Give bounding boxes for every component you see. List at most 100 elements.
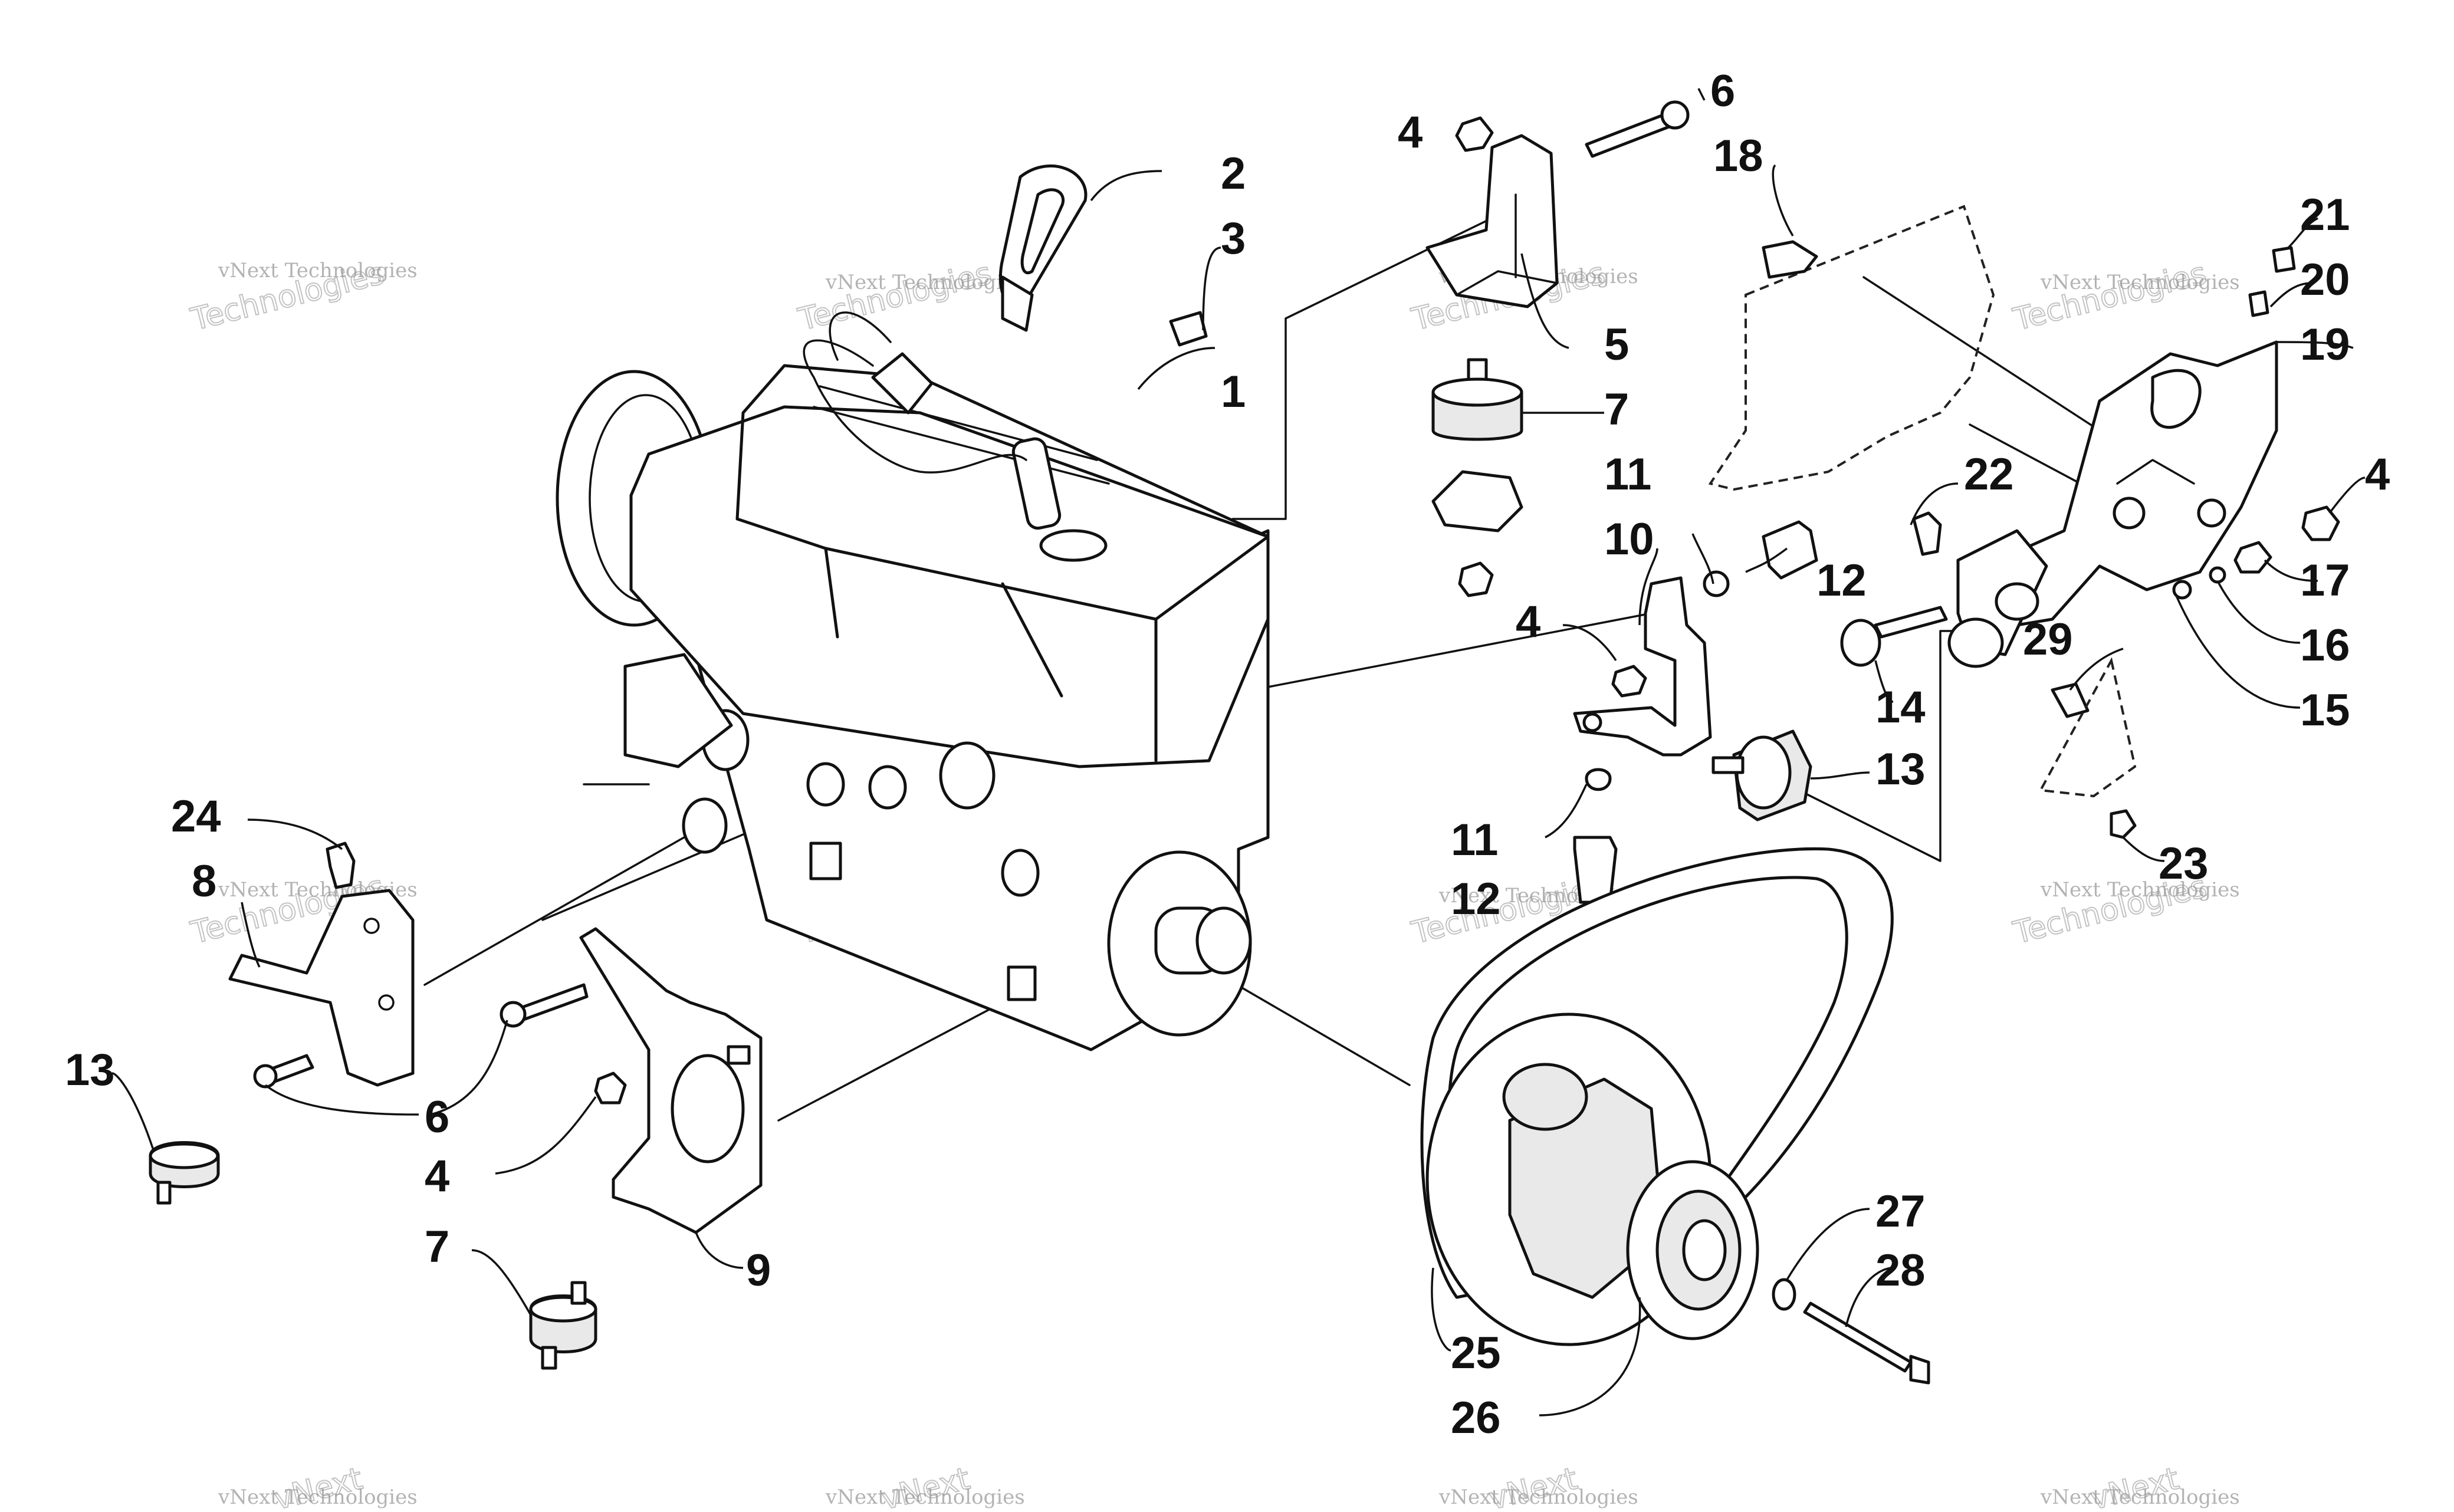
- callout-4: 4: [2365, 449, 2390, 499]
- bolt-head: [500, 1001, 527, 1028]
- callout-13: 13: [1875, 744, 1926, 794]
- lift-handle: [998, 165, 1088, 332]
- washer: [1703, 570, 1730, 597]
- callout-4: 4: [425, 1151, 449, 1201]
- plug-boot: [1039, 529, 1108, 562]
- washer: [2209, 566, 2226, 584]
- callout-4: 4: [1516, 597, 1540, 647]
- rear-mount-plate: [500, 927, 763, 1370]
- side-mount-bracket: [1573, 520, 1818, 904]
- knob: [1840, 619, 1881, 667]
- mount-boss: [806, 762, 845, 807]
- bolt-head: [1660, 100, 1690, 130]
- clutch-bolt: [1803, 1301, 1913, 1373]
- watermark-text: vNext Technologies: [825, 1485, 1025, 1509]
- callout-23: 23: [2159, 839, 2209, 889]
- stud: [541, 1346, 557, 1370]
- callout-12: 12: [1816, 556, 1867, 606]
- leader-lines: [111, 88, 2366, 1416]
- watermark-text: vNext Technologies: [1438, 1485, 1638, 1509]
- mount-plate-hole: [671, 1054, 745, 1163]
- washer-plate: [1431, 470, 1523, 533]
- callout-8: 8: [192, 856, 216, 906]
- mount-boss: [682, 797, 728, 854]
- callout-11: 11: [1604, 449, 1651, 499]
- callout-9: 9: [746, 1245, 771, 1296]
- callout-27: 27: [1875, 1186, 1926, 1237]
- shield-outline: [1708, 205, 1995, 491]
- washer: [1585, 768, 1612, 791]
- watermark-text: vNext Technologies: [2040, 878, 2240, 902]
- callout-22: 22: [1964, 449, 2014, 499]
- upper-mount-bracket: [1425, 100, 1690, 597]
- nut: [1611, 665, 1647, 698]
- bolt: [1585, 113, 1671, 158]
- handle-opening: [1020, 188, 1065, 274]
- callout-10: 10: [1604, 514, 1654, 564]
- watermark-text: Technologies: [795, 256, 996, 338]
- nut: [1455, 116, 1494, 152]
- bracket-hole: [1582, 712, 1602, 732]
- nut: [594, 1071, 627, 1105]
- callout-14: 14: [1875, 682, 1926, 732]
- watermark-text: vNext Technologies: [218, 1485, 418, 1509]
- watermark-text: vNext Technologies: [2040, 1485, 2240, 1509]
- handle-mount: [1001, 275, 1034, 332]
- slot: [727, 1045, 751, 1065]
- engine: [556, 311, 1270, 1051]
- watermark-text: vNext Technologies: [825, 271, 1025, 294]
- callout-5: 5: [1604, 320, 1629, 370]
- bracket-opening: [2150, 369, 2202, 429]
- plug-cap: [1011, 437, 1062, 530]
- cable-clip: [1169, 311, 1208, 347]
- arm-boss: [1995, 582, 2039, 621]
- screw: [1762, 240, 1818, 279]
- mount-stud: [1007, 965, 1037, 1001]
- bolt-shank: [1874, 606, 1948, 639]
- drive-clutch-assembly: [1420, 847, 1930, 1385]
- callout-18: 18: [1713, 131, 1763, 181]
- mount-bracket: [1425, 134, 1559, 308]
- bracket-nut: [2113, 497, 2146, 530]
- callout-16: 16: [2300, 620, 2350, 670]
- bolt-head: [253, 1064, 278, 1089]
- mount-boss: [1001, 849, 1040, 897]
- arm-boss: [1947, 617, 2004, 668]
- clutch-bore: [1682, 1219, 1727, 1281]
- bolt: [517, 983, 589, 1022]
- torque-bracket: [1840, 246, 2340, 839]
- callout-24: 24: [171, 791, 221, 842]
- cylinder-head: [629, 405, 1270, 768]
- callout-29: 29: [2023, 614, 2073, 665]
- rubber-mount-top: [149, 1142, 219, 1169]
- plug-cap: [871, 352, 934, 415]
- screw: [1912, 511, 1942, 556]
- mount-stud: [809, 842, 842, 880]
- clutch-spider: [1502, 1063, 1588, 1131]
- nut: [2110, 809, 2137, 839]
- callout-12: 12: [1451, 874, 1501, 924]
- screw: [2051, 682, 2090, 718]
- callout-7: 7: [1604, 384, 1629, 435]
- mount-plate: [228, 889, 415, 1087]
- callout-28: 28: [1875, 1245, 1926, 1296]
- starter: [623, 653, 733, 768]
- washer: [1772, 1278, 1796, 1311]
- callout-19: 19: [2300, 320, 2350, 370]
- left-mount-plate: [149, 842, 415, 1205]
- screw: [326, 842, 356, 889]
- callout-20: 20: [2300, 255, 2350, 305]
- watermark-text: vNext Technologies: [2040, 271, 2240, 294]
- nut: [2301, 505, 2340, 541]
- mount-boss: [868, 765, 907, 810]
- stud: [1711, 756, 1745, 774]
- bracket-nut: [2197, 498, 2226, 528]
- watermark-text: Technologies: [2010, 256, 2210, 338]
- callout-4: 4: [1398, 107, 1423, 157]
- grease-cap: [2272, 246, 2296, 273]
- rubber-mount-top: [1431, 377, 1523, 407]
- callout-7: 7: [425, 1222, 449, 1272]
- watermark-text: vNext Technologies: [218, 259, 418, 282]
